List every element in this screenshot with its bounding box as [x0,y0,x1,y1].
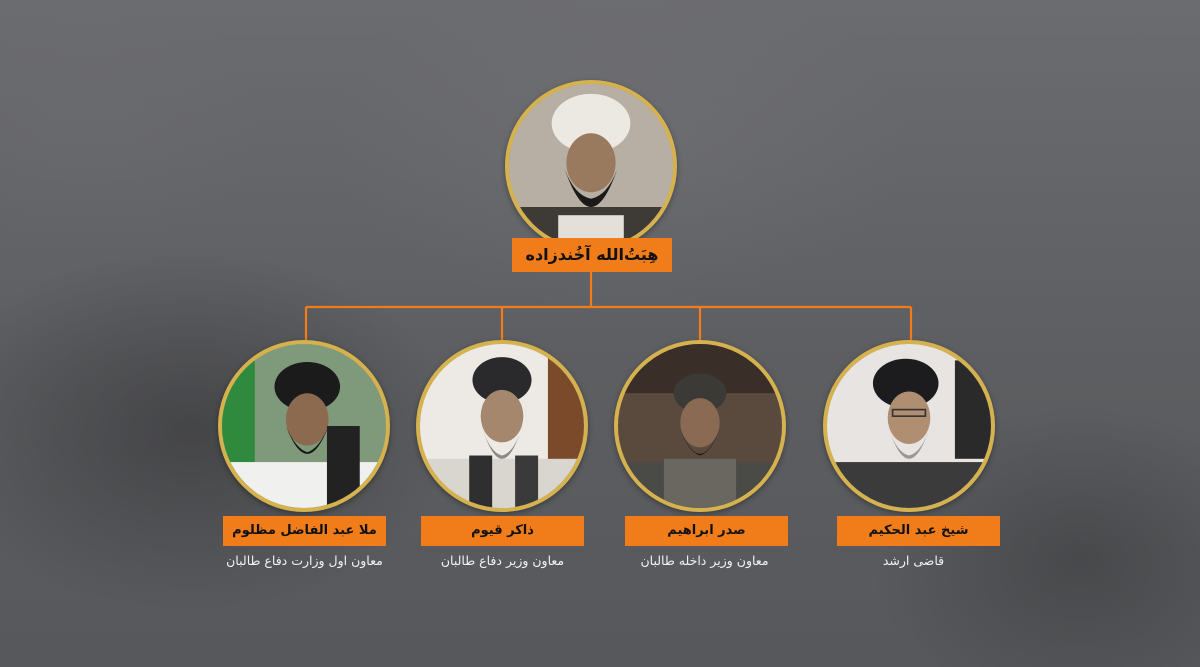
member-name-box-4: شیخ عبد الحکیم [837,516,1000,546]
member-portrait-3 [614,340,786,512]
person-portrait-icon [618,344,782,508]
member-name-box-3: صدر ابراهیم [625,516,788,546]
member-name-box-1: ملا عبد الفاضل مظلوم [223,516,386,546]
leader-portrait [505,80,677,252]
member-name-1: ملا عبد الفاضل مظلوم [232,523,377,538]
member-portrait-2 [416,340,588,512]
person-portrait-icon [420,344,584,508]
member-role-2: معاون وزیر دفاع طالبان [440,553,565,568]
member-portrait-4 [823,340,995,512]
member-name-4: شیخ عبد الحکیم [868,523,969,538]
leader-name: هِبَتُ‌الله آخُندزاده [525,245,659,264]
member-role-4: قاضی ارشد [882,553,945,568]
member-name-3: صدر ابراهیم [667,523,746,538]
person-portrait-icon [509,84,673,248]
person-portrait-icon [827,344,991,508]
member-name-box-2: ذاکر قیوم [421,516,584,546]
person-portrait-icon [222,344,386,508]
leader-name-box: هِبَتُ‌الله آخُندزاده [512,238,672,272]
member-role-1: معاون اول وزارت دفاع طالبان [226,553,383,568]
member-name-2: ذاکر قیوم [471,523,534,538]
member-role-3: معاون وزیر داخله طالبان [640,553,769,568]
member-portrait-1 [218,340,390,512]
